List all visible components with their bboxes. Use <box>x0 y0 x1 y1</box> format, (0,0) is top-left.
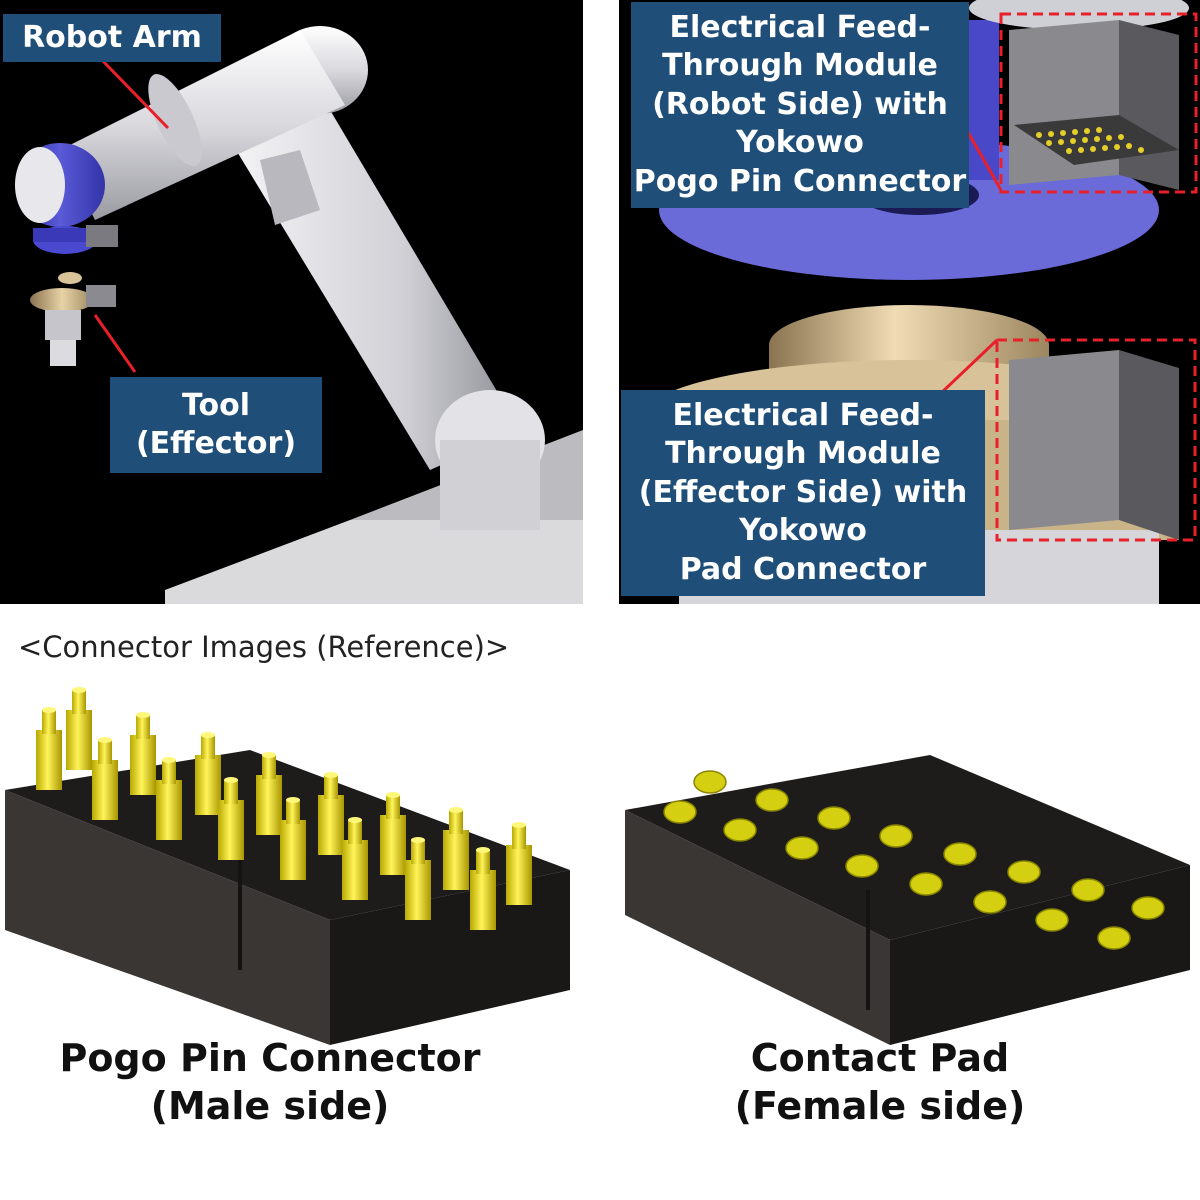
pogo-pins <box>36 687 532 930</box>
robot-arm-illustration <box>15 26 583 604</box>
tool-callout: Tool (Effector) <box>110 377 322 473</box>
tool-effector <box>30 288 94 312</box>
robot-side-pins <box>1036 127 1144 154</box>
effector-side-callout: Electrical Feed- Through Module (Effecto… <box>621 390 985 596</box>
robot-side-highlight-box <box>999 12 1198 194</box>
pad-housing-front <box>625 810 890 1045</box>
tool-leader-line <box>93 314 137 373</box>
closeup-panel: Electrical Feed- Through Module (Robot S… <box>619 0 1200 604</box>
robot-side-callout: Electrical Feed- Through Module (Robot S… <box>631 2 969 208</box>
upper-arm-link <box>60 30 345 220</box>
pogo-pin-caption: Pogo Pin Connector (Male side) <box>59 1036 481 1128</box>
contact-pads <box>663 770 1165 950</box>
reference-title: <Connector Images (Reference)> <box>18 630 510 664</box>
tool-label: Tool (Effector) <box>135 387 297 461</box>
contact-pad-image <box>625 755 1190 1045</box>
pogo-pin-connector-image <box>5 687 570 1045</box>
robot-arm-panel: Robot Arm Tool (Effector) <box>0 0 583 604</box>
robot-side-label: Electrical Feed- Through Module (Robot S… <box>633 10 967 199</box>
robot-arm-label: Robot Arm <box>22 19 202 55</box>
effector-side-module <box>1009 350 1119 530</box>
pogo-housing-front <box>5 790 330 1045</box>
robot-arm-callout: Robot Arm <box>3 14 221 62</box>
robot-arm-leader-line <box>98 56 170 130</box>
effector-side-leader-line <box>937 338 999 397</box>
contact-pad-caption: Contact Pad (Female side) <box>734 1036 1026 1128</box>
effector-side-label: Electrical Feed- Through Module (Effecto… <box>638 398 968 587</box>
effector-side-highlight-box <box>995 338 1197 542</box>
